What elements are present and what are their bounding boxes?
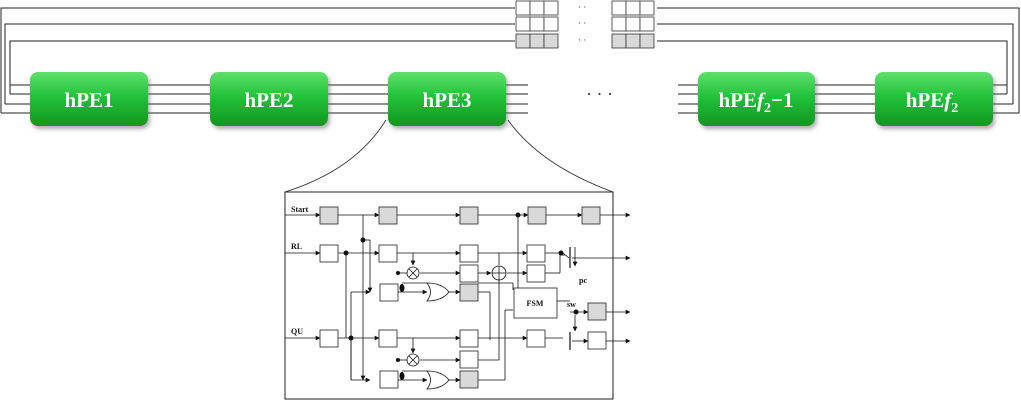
detail-registers — [319, 206, 607, 389]
register-array-left — [515, 0, 559, 49]
chain-ellipsis: · · · — [586, 84, 613, 104]
zoom-lines — [284, 119, 614, 193]
pe-f2-italic: f — [944, 88, 953, 112]
pe-f2m1-base: hPE — [719, 88, 758, 112]
or-gate-top — [426, 282, 450, 302]
multiplier-top — [406, 266, 420, 280]
top-wiring — [0, 7, 1020, 114]
adder — [491, 265, 507, 281]
pe-block-2-label: hPE2 — [244, 88, 293, 112]
register-ellipsis-2: · · — [578, 18, 586, 28]
signal-start-label: Start — [291, 205, 309, 214]
pe-f2m1-tail: −1 — [771, 88, 793, 112]
register-ellipsis-1: · · — [578, 2, 586, 12]
pe-f2m1-italic: f — [757, 88, 766, 112]
pc-label: pc — [579, 276, 587, 285]
pe-block-f2-minus-1: hPEf2−1 — [698, 72, 815, 126]
pe-block-3: hPE3 — [388, 72, 506, 126]
pe-block-3-label: hPE3 — [422, 88, 471, 112]
register-ellipsis-3: · · — [578, 35, 586, 45]
pe-f2-base: hPE — [906, 88, 945, 112]
pe-f2-sub: 2 — [951, 101, 958, 116]
detail-box — [284, 191, 614, 400]
pe-block-2: hPE2 — [210, 72, 328, 126]
pe-block-1-label: hPE1 — [64, 88, 113, 112]
pe-block-1: hPE1 — [30, 72, 148, 126]
pe-block-f2-label: hPEf2 — [906, 88, 959, 116]
register-array-right — [611, 0, 655, 49]
or-gate-bottom — [426, 370, 450, 390]
multiplier-bottom — [406, 353, 420, 367]
fsm-label: FSM — [527, 299, 544, 308]
pe-block-f2-minus-1-label: hPEf2−1 — [719, 88, 794, 116]
pe-f2m1-sub: 2 — [764, 101, 771, 116]
pe-block-f2: hPEf2 — [875, 72, 993, 126]
signal-rl-label: RL — [291, 242, 302, 251]
fsm-block — [513, 287, 558, 319]
sw-label: sw — [567, 300, 576, 309]
junction-dots — [343, 212, 579, 380]
signal-qu-label: QU — [291, 327, 303, 336]
